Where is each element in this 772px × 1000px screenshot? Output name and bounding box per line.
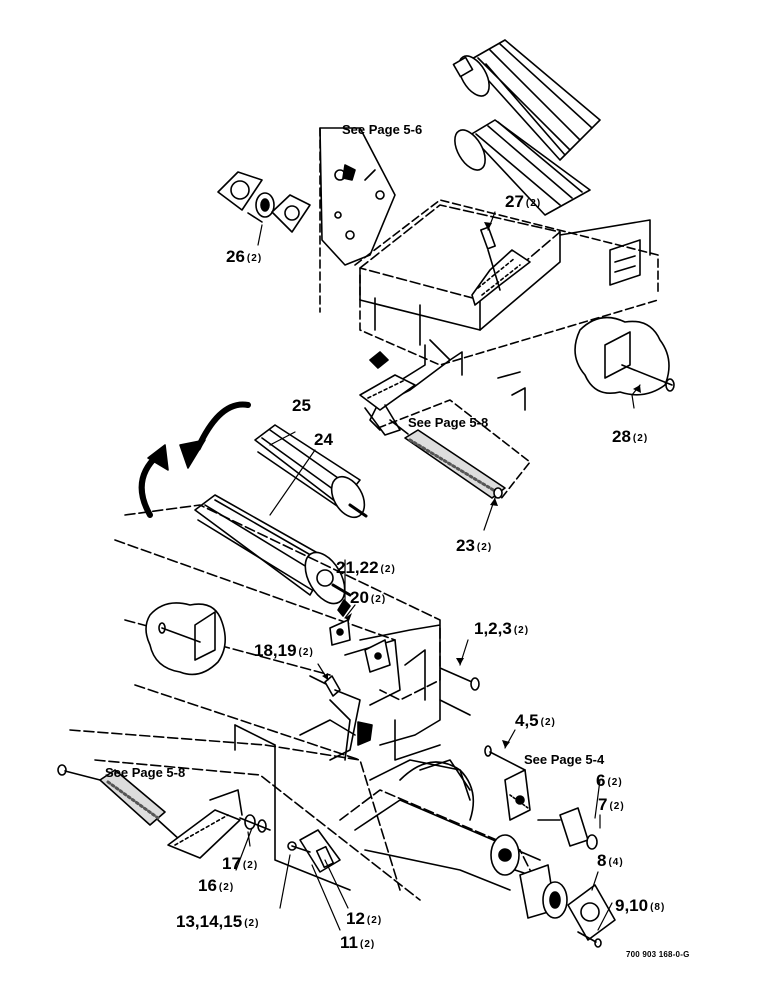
part-20-clip <box>329 619 351 646</box>
part-18-19-pin <box>309 675 341 697</box>
part-label-18-19: 18,19(2) <box>254 641 314 660</box>
part-21-22-fastener <box>337 599 351 617</box>
lower-hydraulic-bracket <box>364 639 391 673</box>
upper-frame-tray <box>359 204 651 346</box>
part-label-24: 24 <box>314 430 333 449</box>
upper-dashed-spring-guide <box>377 399 531 501</box>
part-16-17-washers <box>239 814 271 833</box>
lower-chain-linkage <box>167 789 243 859</box>
page-ref-5-8-upper: See Page 5-8 <box>408 415 489 430</box>
page-ref-5-4: See Page 5-4 <box>524 752 605 767</box>
lower-linkage-arms <box>299 689 471 801</box>
upper-chain-linkage <box>359 249 531 436</box>
page-ref-5-8-lower: See Page 5-8 <box>105 765 186 780</box>
rotation-arrow-top <box>179 401 251 469</box>
lower-spring-cylinder <box>57 764 201 841</box>
part-label-26: 26(2) <box>226 247 263 266</box>
part-label-28: 28(2) <box>612 427 649 446</box>
part-label-16: 16(2) <box>198 876 235 895</box>
rotation-arrow-bottom <box>138 444 169 518</box>
part-label-1-2-3: 1,2,3(2) <box>474 619 530 638</box>
part-label-17: 17(2) <box>222 854 259 873</box>
part-4-5-bolt <box>484 745 531 821</box>
drawing-number: 700 903 168-0-G <box>626 950 690 959</box>
lower-leader-lines <box>235 431 613 931</box>
part-label-9-10: 9,10(8) <box>615 896 666 915</box>
upper-fluted-roller-bottom <box>454 119 591 216</box>
page-ref-5-6: See Page 5-6 <box>342 122 423 137</box>
lower-shaft-sprocket <box>339 759 546 911</box>
part-8-flange-bearing <box>519 864 616 941</box>
upper-side-plate <box>319 127 396 266</box>
part-24-fluted-roller <box>194 494 352 605</box>
part-label-25: 25 <box>292 396 311 415</box>
part-label-7: 7(2) <box>598 795 625 814</box>
part-9-10-bolt <box>577 931 602 948</box>
part-label-8: 8(4) <box>597 851 624 870</box>
part-11-15-bracket <box>287 829 341 873</box>
part-28-bolt-detail <box>574 316 675 396</box>
part-6-7-collar <box>537 807 598 850</box>
part-label-23: 23(2) <box>456 536 493 555</box>
part-label-20: 20(2) <box>350 588 387 607</box>
part-label-6: 6(2) <box>596 771 623 790</box>
upper-frame-outline <box>319 127 659 366</box>
part-27-pin <box>480 226 496 250</box>
part-label-27: 27(2) <box>505 192 542 211</box>
part-label-13-14-15: 13,14,15(2) <box>176 912 260 931</box>
part-26-flange-bearing <box>217 171 311 233</box>
part-25-fluted-roller <box>254 424 368 519</box>
upper-fluted-roller-top <box>452 39 601 161</box>
leader-arrowheads <box>322 222 641 748</box>
part-label-12: 12(2) <box>346 909 383 928</box>
upper-small-brackets <box>369 351 526 411</box>
part-23-spring-cylinder <box>389 419 506 499</box>
part-1-2-3-bolt <box>439 667 480 691</box>
part-label-4-5: 4,5(2) <box>515 711 556 730</box>
lower-bolt-detail <box>145 602 226 676</box>
part-label-21-22: 21,22(2) <box>336 558 396 577</box>
part-label-11: 11(2) <box>340 933 376 952</box>
